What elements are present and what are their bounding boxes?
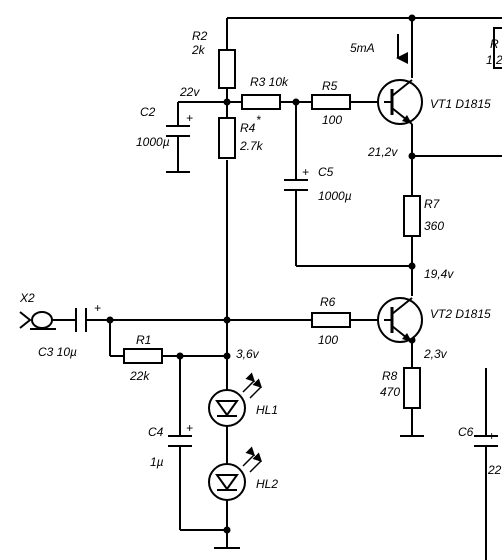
c3-label: C3 10µ: [38, 345, 77, 359]
voltage-22v: 22v: [179, 85, 200, 99]
voltage-19-4v: 19,4v: [424, 267, 454, 281]
capacitor-c6: [474, 435, 498, 447]
hl1-label: HL1: [256, 403, 278, 417]
r6-name: R6: [320, 295, 336, 309]
current-5ma: 5mA: [350, 41, 375, 55]
r3-label: R3 10k: [250, 75, 289, 89]
voltage-2-3v: 2,3v: [423, 347, 448, 361]
voltage-3-6v: 3,6v: [236, 347, 260, 361]
transistor-vt2: [377, 297, 423, 343]
r4-value: 2.7k: [239, 139, 264, 153]
resistor-r8: [403, 367, 421, 409]
resistor-r4: [218, 117, 236, 159]
resistor-r5: [311, 94, 351, 110]
labels: R2 2k 22v C2 + 1000µ R3 10k R4 * 2.7k R5…: [19, 29, 502, 491]
led-hl2: [208, 446, 263, 501]
r8-value: 470: [380, 385, 400, 399]
r-edge-name: R: [490, 37, 499, 51]
input-jack-x2: [19, 311, 56, 330]
r6-value: 100: [318, 333, 338, 347]
voltage-21-2v: 21,2v: [367, 145, 398, 159]
c4-polarity: +: [186, 421, 193, 435]
r7-name: R7: [424, 197, 441, 211]
c3-polarity: +: [94, 301, 101, 315]
capacitor-c3: [75, 308, 96, 332]
c2-value: 1000µ: [136, 135, 170, 149]
capacitor-c5: [284, 179, 308, 191]
resistor-r7: [403, 195, 421, 237]
resistor-r-partial: [493, 27, 502, 69]
c5-value: 1000µ: [318, 189, 352, 203]
r2-name: R2: [192, 29, 208, 43]
capacitor-c2: [166, 125, 190, 137]
r-edge-value: 1.2: [486, 53, 502, 67]
r5-name: R5: [322, 79, 338, 93]
r1-name: R1: [136, 333, 151, 347]
r1-value: 22k: [129, 369, 150, 383]
hl2-label: HL2: [256, 477, 278, 491]
c6-name: C6: [458, 425, 474, 439]
c2-name: C2: [140, 105, 156, 119]
transistor-vt1: [377, 79, 423, 125]
resistor-r2: [218, 49, 236, 89]
r2-value: 2k: [191, 43, 206, 57]
c6-polarity: +: [488, 429, 495, 443]
vt2-label: VT2 D1815: [430, 307, 491, 321]
resistor-r1: [123, 348, 163, 364]
vt1-label: VT1 D1815: [430, 97, 491, 111]
c6-value: 22: [487, 463, 502, 477]
c4-name: C4: [148, 425, 164, 439]
junction-dots: [106, 14, 416, 534]
r5-value: 100: [322, 113, 342, 127]
resistor-r3: [241, 94, 281, 110]
r7-value: 360: [424, 219, 444, 233]
c5-polarity: +: [302, 165, 309, 179]
c5-name: C5: [318, 165, 334, 179]
capacitor-c4: [168, 435, 192, 447]
led-hl1: [208, 372, 263, 427]
r4-name: R4: [240, 121, 256, 135]
c2-polarity: +: [186, 111, 193, 125]
resistor-r6: [311, 312, 351, 328]
x2-label: X2: [19, 291, 35, 305]
c4-value: 1µ: [150, 455, 164, 469]
r4-star: *: [256, 113, 261, 127]
r8-name: R8: [382, 369, 398, 383]
